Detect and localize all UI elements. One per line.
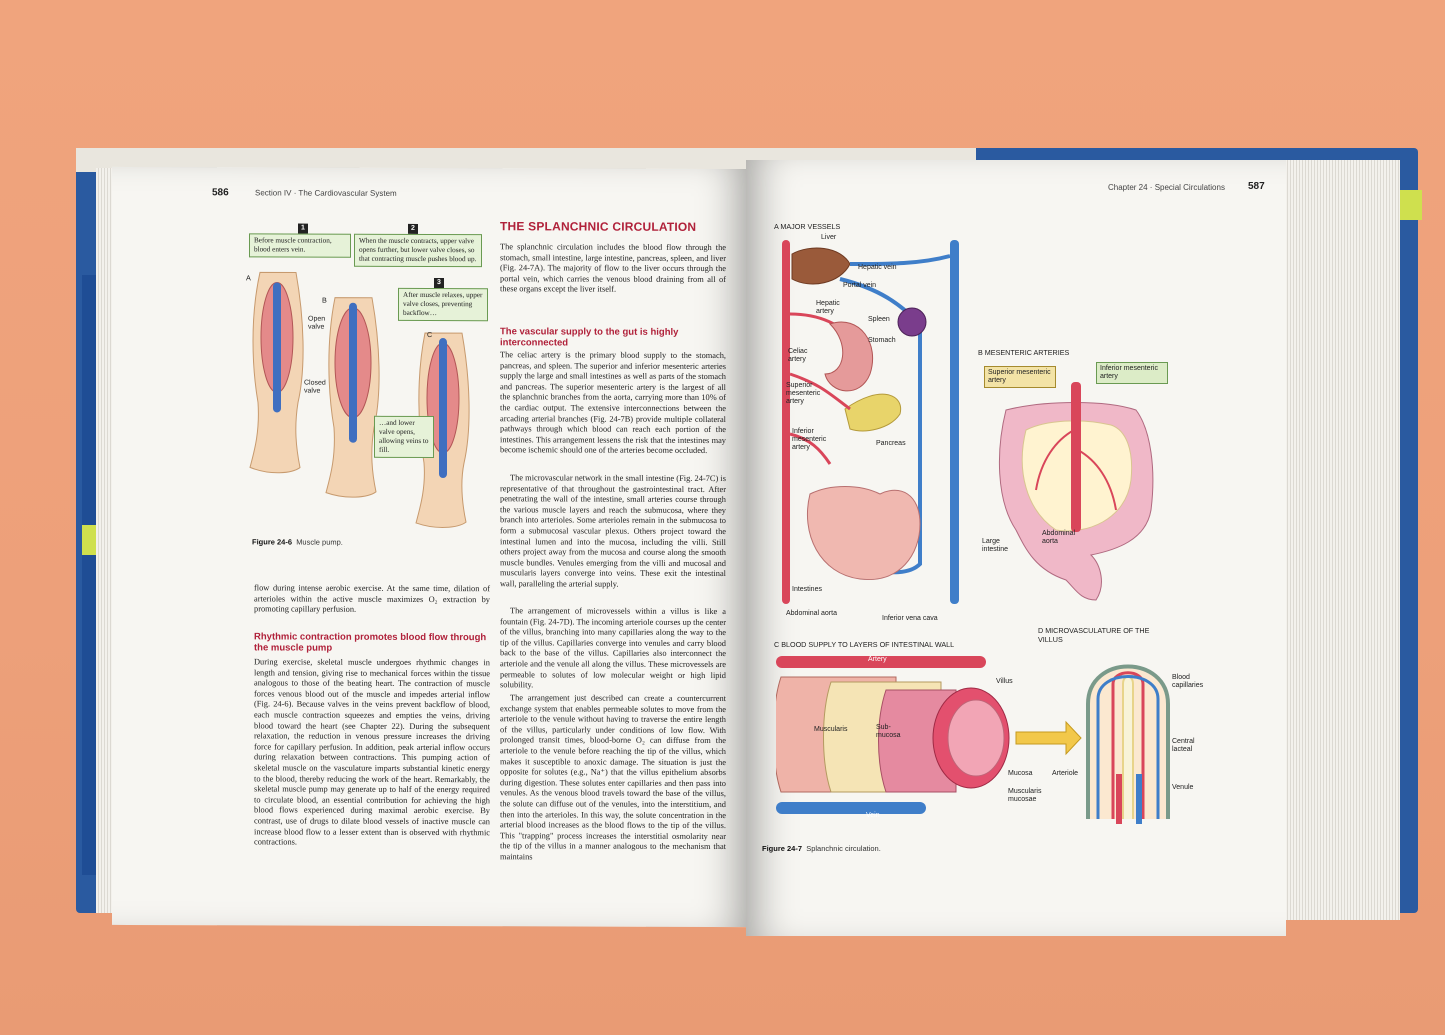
- caption-text: Muscle pump.: [296, 537, 343, 547]
- tag-superior-mesenteric-artery: Superior mesenteric artery: [984, 366, 1056, 388]
- major-vessels-diagram: [782, 240, 959, 604]
- label-villus: Villus: [996, 678, 1013, 685]
- label-muscularis: Muscularis: [814, 726, 848, 733]
- villus-microvasculature-diagram: [1086, 664, 1170, 824]
- tag-inferior-mesenteric-artery: Inferior mesenteric artery: [1096, 362, 1168, 384]
- page-number: 587: [1248, 181, 1265, 192]
- label-portal-vein: Portal vein: [843, 282, 877, 289]
- heading-splanchnic-circulation: THE SPLANCHNIC CIRCULATION: [500, 219, 697, 234]
- paragraph-splanchnic-intro: The splanchnic circulation includes the …: [500, 242, 726, 295]
- step-number-1: 1: [298, 223, 308, 234]
- right-page: Chapter 24 · Special Circulations 587 A …: [746, 160, 1286, 936]
- muscle-pump-illustration: [249, 271, 470, 528]
- label-venule: Venule: [1172, 784, 1194, 791]
- panel-label-c: C: [427, 329, 433, 340]
- step-number-2: 2: [408, 223, 418, 234]
- label-hepatic-vein: Hepatic vein: [858, 264, 897, 271]
- label-muscularis-mucosae: Muscularis mucosae: [1008, 788, 1042, 803]
- leg-b: [325, 297, 380, 498]
- label-liver: Liver: [821, 234, 837, 241]
- callout-step-4: …and lower valve opens, allowing veins t…: [374, 415, 434, 459]
- running-head: Section IV · The Cardiovascular System: [255, 188, 397, 198]
- intestinal-wall-diagram: [776, 656, 1082, 814]
- label-submucosa: Sub-mucosa: [876, 724, 901, 739]
- label-large-intestine: Large intestine: [982, 538, 1009, 553]
- label-abdominal-aorta-b: Abdominal aorta: [1042, 530, 1076, 545]
- label-vein: Vein: [866, 812, 880, 819]
- subheading-muscle-pump: Rhythmic contraction promotes blood flow…: [254, 631, 487, 654]
- mesenteric-arteries-diagram: [998, 382, 1154, 601]
- caption-number: Figure 24-7: [762, 844, 803, 853]
- paragraph-exercise-flow: flow during intense aerobic exercise. At…: [254, 583, 490, 614]
- panel-label-a: A: [246, 273, 251, 283]
- callout-step-3: After muscle relaxes, upper valve closes…: [398, 287, 488, 322]
- panel-a-title: A MAJOR VESSELS: [774, 222, 841, 231]
- label-intestines: Intestines: [792, 586, 822, 593]
- paragraph-celiac-artery: The celiac artery is the primary blood s…: [500, 350, 726, 456]
- subheading-vascular-supply: The vascular supply to the gut is highly…: [500, 326, 679, 349]
- label-inferior-vena-cava: Inferior vena cava: [882, 615, 938, 622]
- paragraph-microvascular-network: The microvascular network in the small i…: [500, 473, 726, 589]
- label-open-valve: Open valve: [308, 315, 326, 331]
- panel-c-title: C BLOOD SUPPLY TO LAYERS OF INTESTINAL W…: [774, 640, 955, 649]
- caption-text: Splanchnic circulation.: [806, 844, 881, 853]
- label-superior-mesenteric-artery: Superior mesenteric artery: [786, 382, 821, 405]
- callout-step-1: Before muscle contraction, blood enters …: [249, 233, 351, 258]
- panel-b-title: B MESENTERIC ARTERIES: [978, 348, 1070, 357]
- step-number-3: 3: [434, 278, 444, 289]
- label-artery: Artery: [868, 656, 887, 663]
- leg-a: [249, 271, 304, 474]
- caption-number: Figure 24-6: [252, 537, 293, 547]
- figure-caption-24-6: Figure 24-6 Muscle pump.: [252, 537, 343, 546]
- left-page: 586 Section IV · The Cardiovascular Syst…: [112, 166, 748, 928]
- label-celiac-artery: Celiac artery: [788, 348, 808, 363]
- page-edges-right: [1282, 160, 1400, 920]
- callout-step-2: When the muscle contracts, upper valve o…: [354, 233, 482, 268]
- paragraph-villus-fountain: The arrangement of microvessels within a…: [500, 606, 726, 690]
- label-stomach: Stomach: [868, 337, 896, 344]
- page-number: 586: [212, 187, 229, 199]
- running-head: Chapter 24 · Special Circulations: [1108, 183, 1225, 192]
- label-blood-capillaries: Blood capillaries: [1172, 674, 1204, 689]
- label-spleen: Spleen: [868, 316, 890, 323]
- paragraph-countercurrent: The arrangement just described can creat…: [500, 693, 726, 862]
- panel-label-b: B: [322, 295, 327, 305]
- figure-caption-24-7: Figure 24-7 Splanchnic circulation.: [762, 844, 881, 853]
- paragraph-muscle-pump: During exercise, skeletal muscle undergo…: [254, 657, 490, 847]
- cover-stripe-right-accent: [1398, 190, 1422, 220]
- label-inferior-mesenteric-artery: Inferior mesenteric artery: [792, 428, 827, 451]
- label-abdominal-aorta: Abdominal aorta: [786, 610, 837, 617]
- label-closed-valve: Closed valve: [304, 379, 326, 395]
- label-mucosa: Mucosa: [1008, 770, 1033, 777]
- panel-d-title: D MICROVASCULATURE OF THE VILLUS: [1038, 626, 1150, 644]
- label-central-lacteal: Central lacteal: [1172, 738, 1195, 753]
- label-pancreas: Pancreas: [876, 440, 906, 447]
- label-hepatic-artery: Hepatic artery: [816, 300, 840, 315]
- label-arteriole: Arteriole: [1052, 770, 1079, 777]
